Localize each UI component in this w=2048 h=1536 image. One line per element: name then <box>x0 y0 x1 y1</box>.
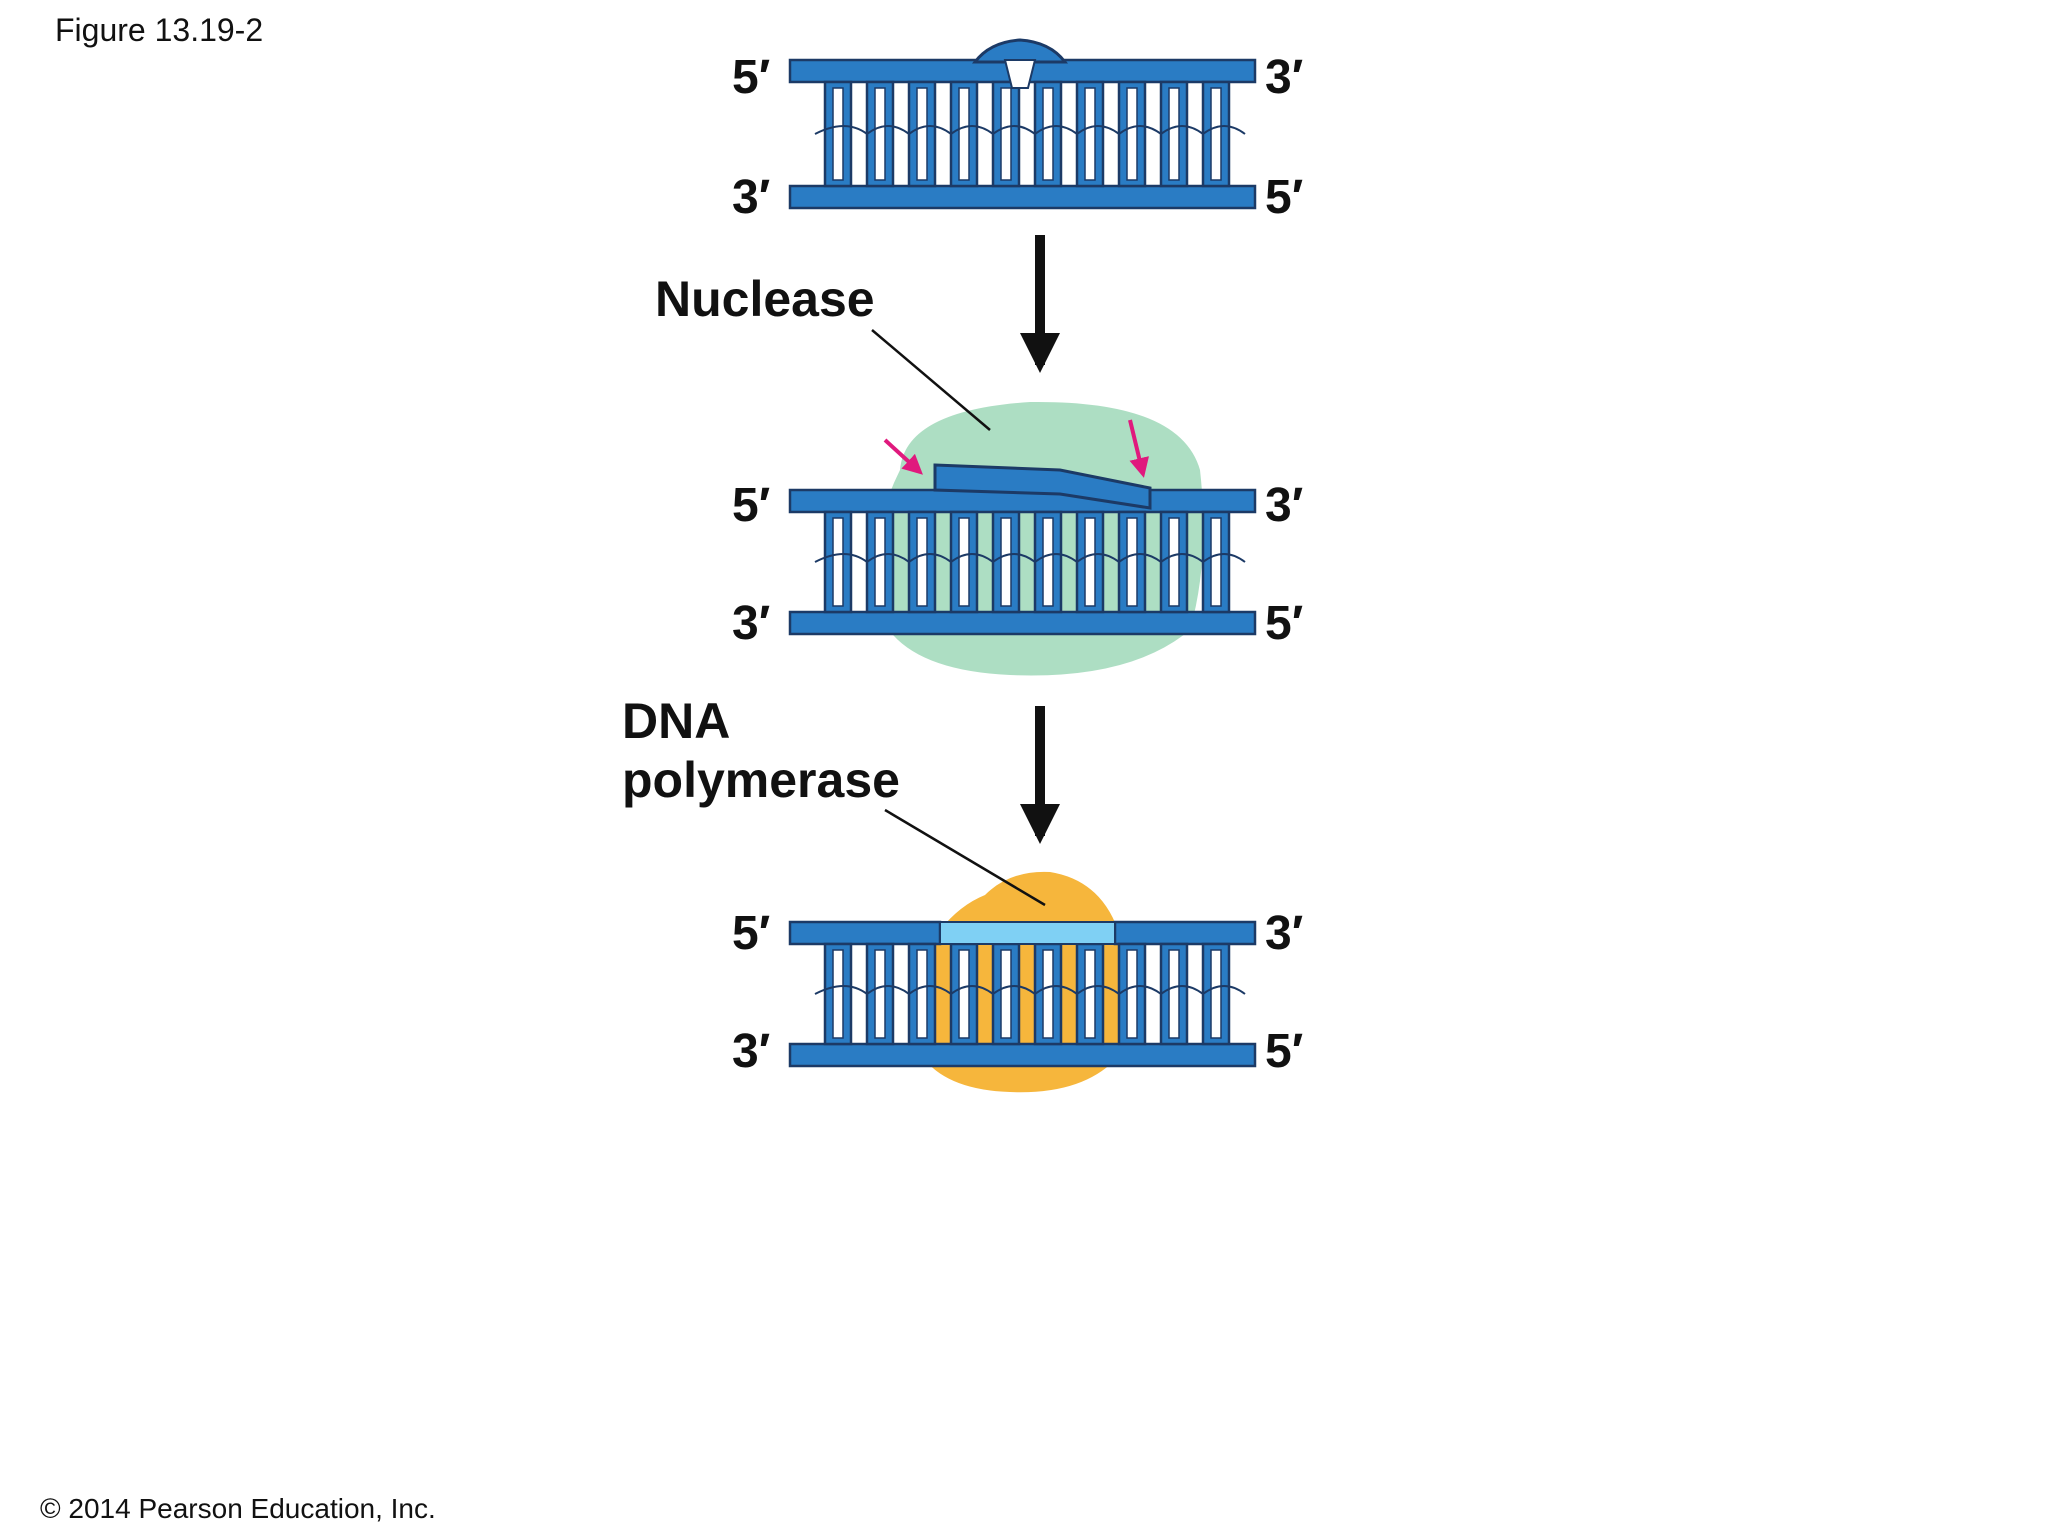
base-pair-gap <box>874 517 886 607</box>
base-pair-gap <box>1084 87 1096 181</box>
stage-polymerase-fill <box>788 808 1257 1093</box>
base-pair-gap <box>1000 517 1012 607</box>
base-pair-gap <box>916 949 928 1039</box>
figure-label: Figure 13.19-2 <box>55 12 264 48</box>
base-pair-gap <box>1168 517 1180 607</box>
new-dna-segment <box>939 921 1116 945</box>
base-pair-gap <box>832 517 844 607</box>
base-pair-gap <box>958 87 970 181</box>
base-pair-gap <box>1084 517 1096 607</box>
base-pair-gap <box>1126 949 1138 1039</box>
hydrogen-bond-line <box>814 125 1246 136</box>
dna-polymerase-label-line2: polymerase <box>622 752 900 808</box>
stage2-ladder <box>788 488 1257 636</box>
polymerase-label-leader <box>884 808 1046 907</box>
base-pair-gap <box>1000 87 1012 181</box>
bottom-strand <box>788 1042 1257 1068</box>
copyright-notice: © 2014 Pearson Education, Inc. <box>40 1493 436 1524</box>
base-pair-gap <box>1168 949 1180 1039</box>
nuclease-cut-arrow-left <box>883 438 923 475</box>
nuclease-label: Nuclease <box>655 271 875 327</box>
base-pair-gap <box>1000 949 1012 1039</box>
base-pair-gap <box>916 87 928 181</box>
base-pair-gap <box>1210 517 1222 607</box>
base-pair-gap <box>1126 87 1138 181</box>
base-pair-gap <box>1210 87 1222 181</box>
base-pair-gap <box>832 949 844 1039</box>
base-pair-gap <box>874 87 886 181</box>
base-pair-gap <box>1084 949 1096 1039</box>
bottom-strand <box>788 184 1257 210</box>
stage2-bottom-left-end: 3′ <box>732 597 771 650</box>
stage-nuclease-excision <box>788 329 1257 676</box>
stage3-top-left-end: 5′ <box>732 907 771 960</box>
dna-polymerase-label-line1: DNA <box>622 693 731 749</box>
stage3-ladder <box>788 920 1257 1068</box>
thymine-dimer-bulge <box>971 38 1069 64</box>
hydrogen-bond-line <box>814 553 1246 564</box>
top-strand-right <box>1113 920 1257 946</box>
base-pair-gap <box>958 517 970 607</box>
thymine-dimer-icon <box>1003 59 1037 89</box>
base-pair-gap <box>1168 87 1180 181</box>
stage1-ladder <box>788 58 1257 210</box>
base-pair-gap <box>1210 949 1222 1039</box>
base-pair-gap <box>832 87 844 181</box>
hydrogen-bond-line <box>814 985 1246 996</box>
stage2-bottom-right-end: 5′ <box>1265 597 1304 650</box>
stage1-bottom-right-end: 5′ <box>1265 171 1304 224</box>
stage1-top-right-end: 3′ <box>1265 51 1304 104</box>
top-strand-left <box>788 920 942 946</box>
stage-damaged-dna <box>788 38 1257 210</box>
base-pair-gap <box>1042 517 1054 607</box>
base-pair-gap <box>1126 517 1138 607</box>
nuclease-cut-arrow-right <box>1128 419 1149 478</box>
stage1-bottom-left-end: 3′ <box>732 171 771 224</box>
base-pair-gap <box>916 517 928 607</box>
stage1-top-left-end: 5′ <box>732 51 771 104</box>
base-pair-gap <box>958 949 970 1039</box>
base-pair-gap <box>1042 949 1054 1039</box>
nuclease-label-leader <box>871 329 991 431</box>
stage3-top-right-end: 3′ <box>1265 907 1304 960</box>
stage3-bottom-right-end: 5′ <box>1265 1025 1304 1078</box>
bottom-strand <box>788 610 1257 636</box>
stage2-top-left-end: 5′ <box>732 479 771 532</box>
stage2-top-right-end: 3′ <box>1265 479 1304 532</box>
excised-segment <box>933 463 1152 510</box>
base-pair-gap <box>874 949 886 1039</box>
dna-polymerase-label: DNA polymerase <box>622 692 900 810</box>
base-pair-gap <box>1042 87 1054 181</box>
stage3-bottom-left-end: 3′ <box>732 1025 771 1078</box>
